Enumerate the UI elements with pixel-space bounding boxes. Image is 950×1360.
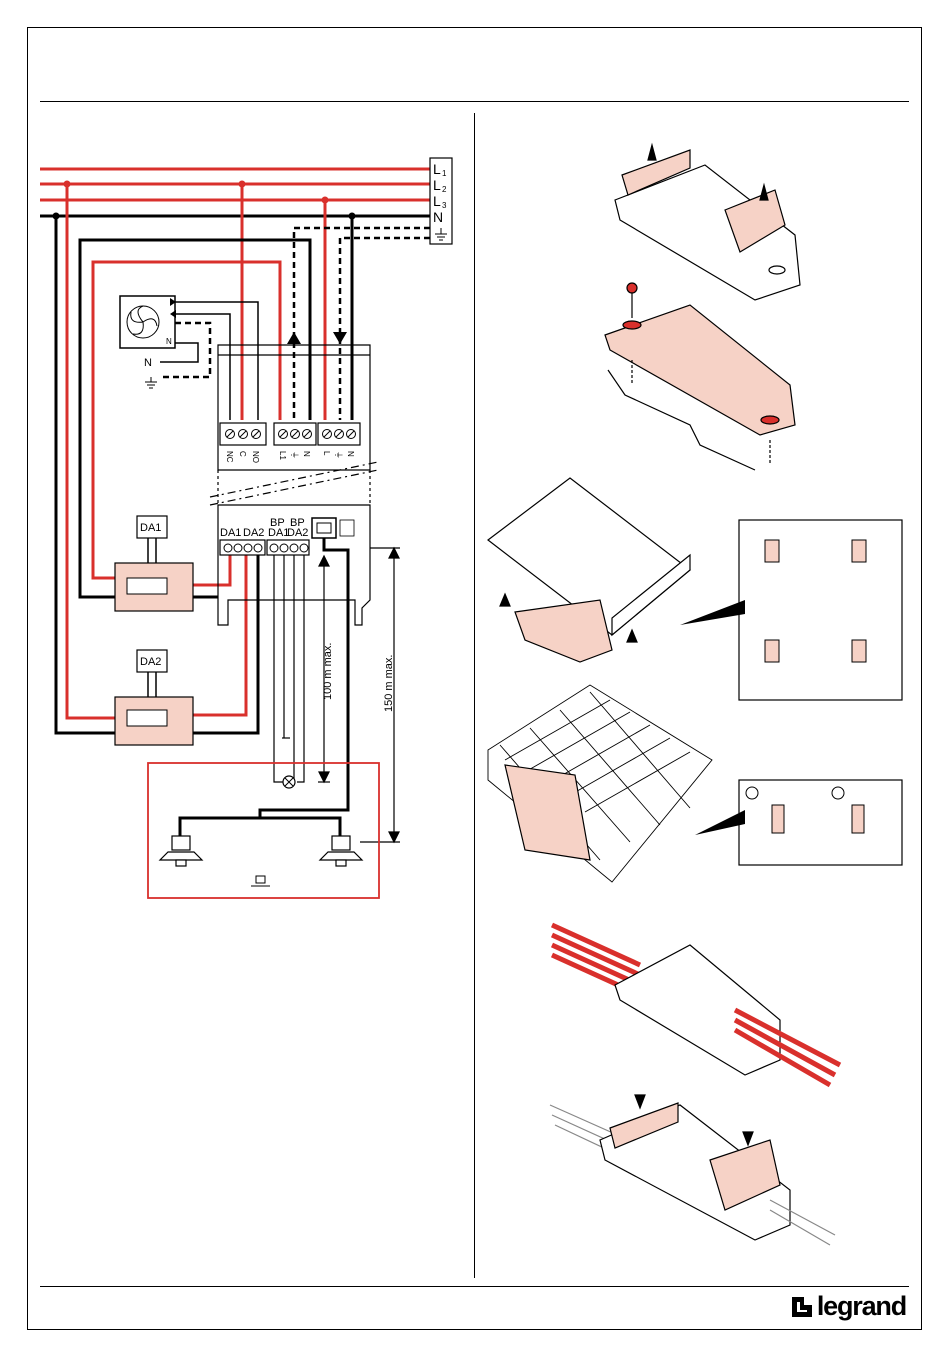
- basket-detail-pointer: [695, 810, 745, 835]
- legrand-logo-icon: [791, 1296, 813, 1318]
- step-cable-tray: [488, 478, 690, 662]
- tray-detail-pointer: [680, 600, 745, 625]
- step-cables-inserted: [552, 925, 840, 1085]
- step-screw-mount: [605, 283, 795, 470]
- step-wire-basket: [488, 685, 712, 882]
- brand-logo: legrand: [791, 1293, 906, 1320]
- brand-name: legrand: [817, 1293, 906, 1320]
- basket-detail-box: [739, 780, 902, 865]
- step-close-covers: [550, 1095, 835, 1245]
- step-open-covers: [615, 145, 800, 300]
- tray-detail-box: [739, 520, 902, 700]
